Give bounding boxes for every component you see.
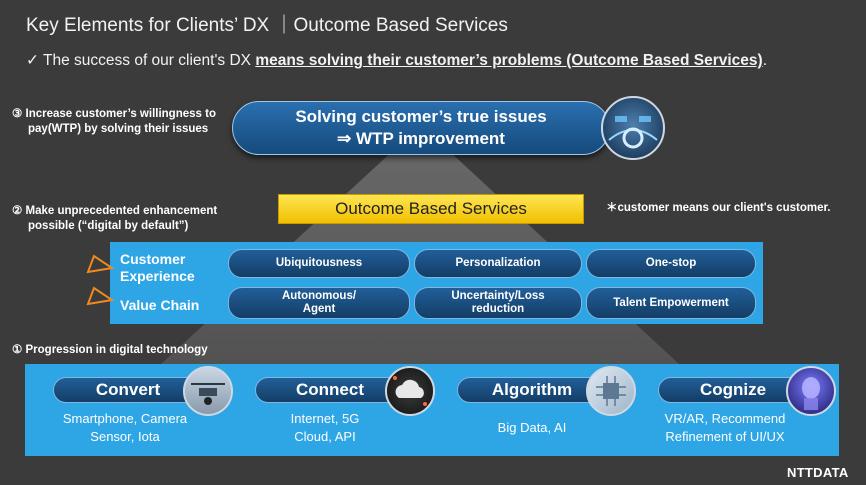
- value-chain-label: Value Chain: [120, 297, 200, 313]
- convert-pill: Convert: [53, 377, 203, 403]
- orange-arrow-icon: [86, 286, 115, 306]
- level2-label: ② Make unprecedented enhancement possibl…: [12, 205, 218, 232]
- circuit-chip-icon: [586, 366, 636, 416]
- orange-arrow-icon: [86, 254, 115, 274]
- chevron-arrows: [86, 254, 115, 306]
- customer-note: ＊customer means our client's customer.: [606, 202, 831, 214]
- cognize-pill: Cognize: [658, 377, 808, 403]
- talent-empowerment-pill: Talent Empowerment: [586, 287, 756, 319]
- top-goal-pill: Solving customer’s true issues ⇒ WTP imp…: [232, 101, 610, 155]
- ubiquitousness-pill: Ubiquitousness: [228, 249, 410, 278]
- ai-head-icon: [786, 366, 836, 416]
- autonomous-agent-pill: Autonomous/Agent: [228, 287, 410, 319]
- page-subtitle: ✓ The success of our client's DX means s…: [26, 52, 767, 69]
- level1-label: ① Progression in digital technology: [12, 344, 208, 356]
- cloud-network-icon: [385, 366, 435, 416]
- algorithm-desc: Big Data, AI: [497, 420, 567, 435]
- ntt-data-logo: NTTDATA: [787, 465, 849, 480]
- page-title: Key Elements for Clients’ DX ｜Outcome Ba…: [26, 15, 508, 36]
- drone-icon: [183, 366, 233, 416]
- car-dashboard-icon: [601, 96, 665, 160]
- one-stop-pill: One-stop: [586, 249, 756, 278]
- level3-label: ③ Increase customer’s willingness to pay…: [12, 108, 216, 135]
- connect-pill: Connect: [255, 377, 405, 403]
- personalization-pill: Personalization: [414, 249, 582, 278]
- outcome-based-services-box: Outcome Based Services: [278, 194, 584, 224]
- algorithm-pill: Algorithm: [457, 377, 607, 403]
- subtitle-emphasis: means solving their customer’s problems …: [255, 52, 763, 69]
- customer-experience-label: Customer Experience: [120, 251, 195, 284]
